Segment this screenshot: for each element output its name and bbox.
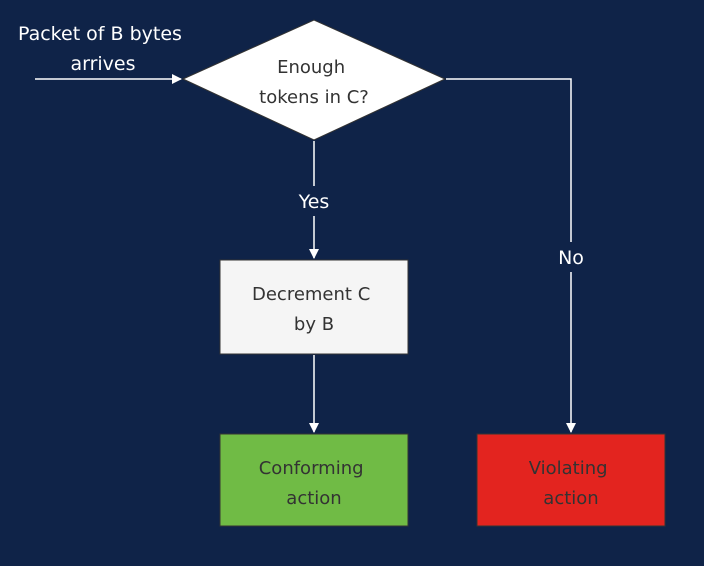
violating-box xyxy=(476,433,666,527)
conforming-text: Conforming action xyxy=(259,458,370,509)
decision-diamond xyxy=(181,19,447,141)
no-arrow xyxy=(446,78,576,433)
no-label: No xyxy=(558,247,584,269)
decrement-box xyxy=(219,259,409,355)
decision-text: Enough tokens in C? xyxy=(259,57,369,108)
conforming-box xyxy=(219,433,409,527)
yes-label: Yes xyxy=(298,191,330,213)
violating-text: Violating action xyxy=(529,458,614,509)
input-label: Packet of B bytes arrives xyxy=(18,23,188,75)
no-label-bg xyxy=(550,242,592,272)
decrement-text: Decrement C by B xyxy=(252,284,376,335)
yes-label-bg xyxy=(290,186,338,216)
